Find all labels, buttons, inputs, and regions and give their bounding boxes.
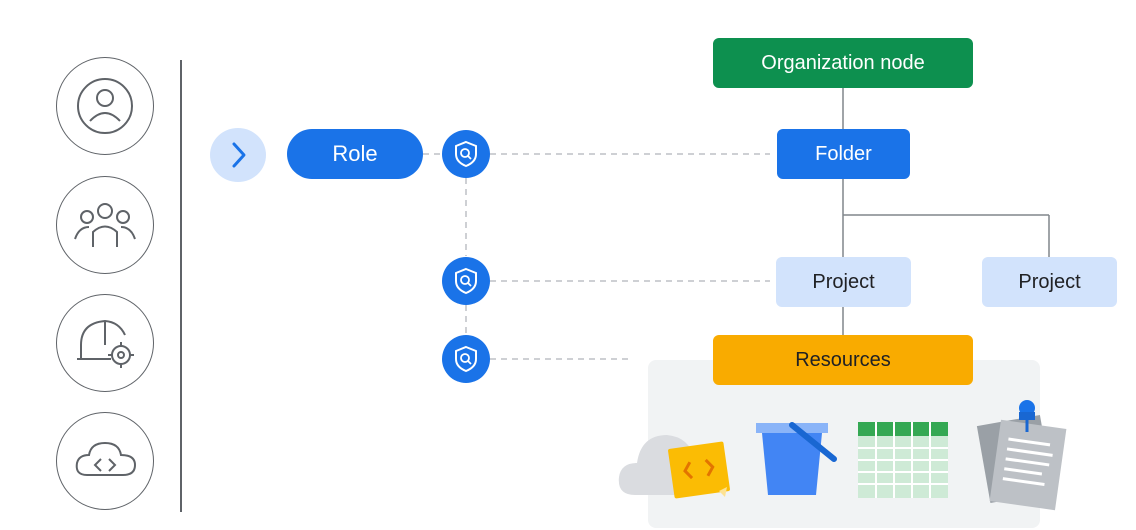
divider xyxy=(180,60,182,512)
folder-node: Folder xyxy=(777,129,910,179)
spreadsheet-icon xyxy=(858,422,948,498)
service-account-icon xyxy=(56,294,154,392)
role-pill: Role xyxy=(287,129,423,179)
shield-search-icon xyxy=(442,130,490,178)
shield-search-icon xyxy=(442,257,490,305)
project-node: Project xyxy=(982,257,1117,307)
user-icon xyxy=(56,57,154,155)
document-icon xyxy=(976,400,1067,511)
organization-node: Organization node xyxy=(713,38,973,88)
cloud-code-icon xyxy=(618,435,730,499)
cloud-code-icon xyxy=(56,412,154,510)
resources-node: Resources xyxy=(713,335,973,385)
chevron-right-icon[interactable] xyxy=(210,128,266,182)
group-icon xyxy=(56,176,154,274)
storage-bucket-icon xyxy=(756,422,837,495)
shield-search-icon xyxy=(442,335,490,383)
project-node: Project xyxy=(776,257,911,307)
